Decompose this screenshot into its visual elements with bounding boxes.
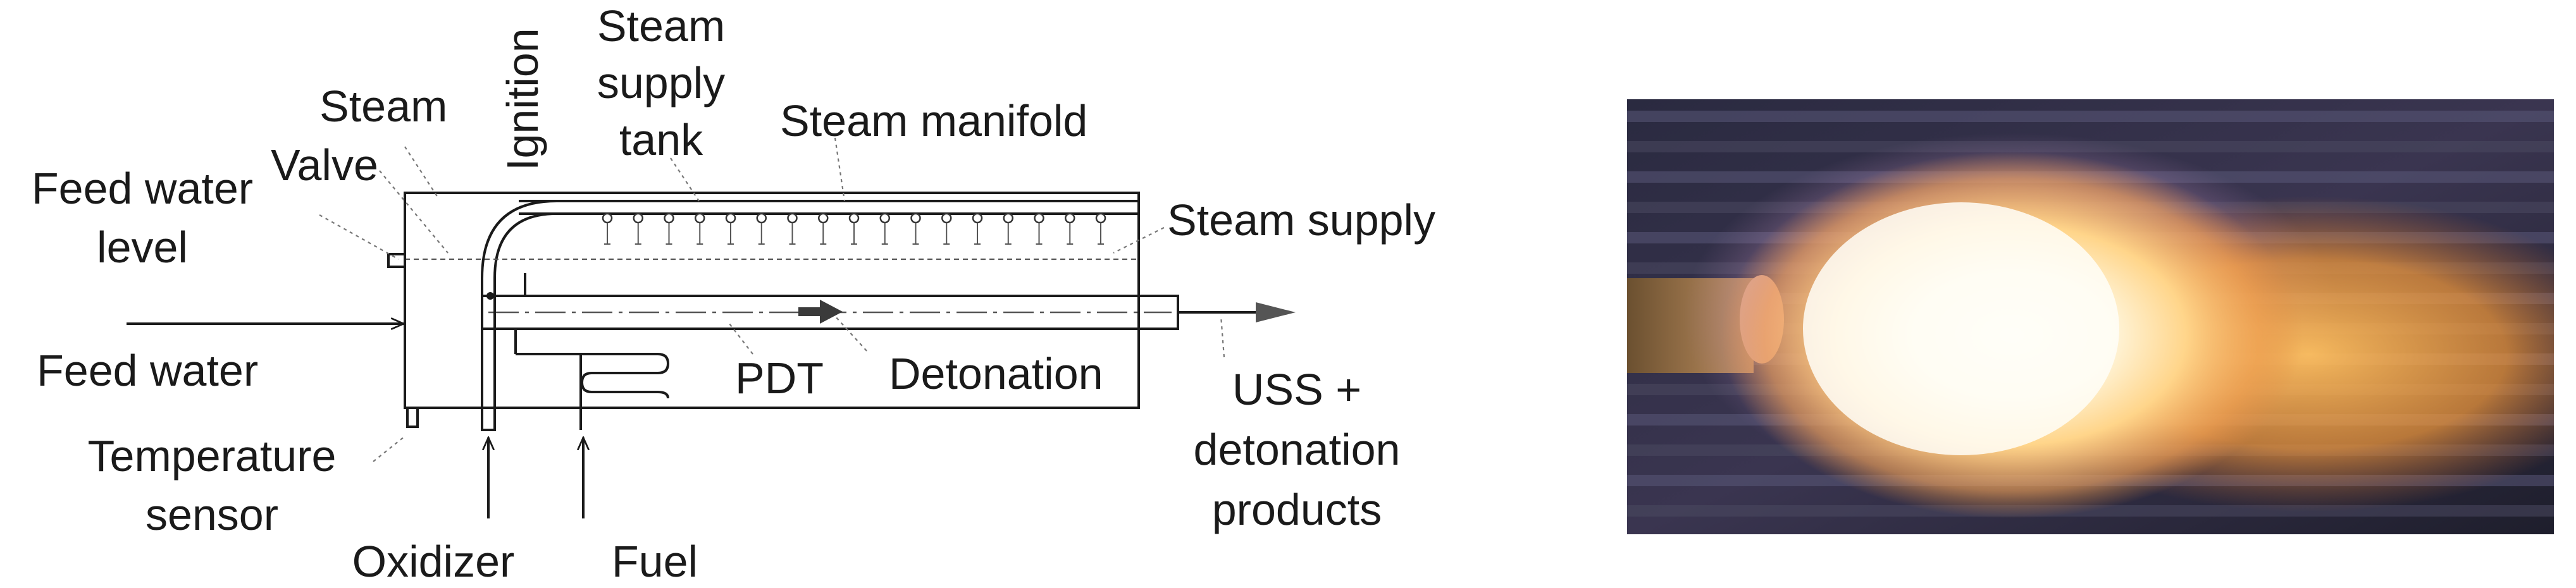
nozzle-stem xyxy=(1067,223,1074,245)
label-oxidizer: Oxidizer xyxy=(352,537,515,586)
leader-steam xyxy=(404,146,438,198)
steam-nozzle xyxy=(1065,212,1075,224)
nozzle-stem xyxy=(758,223,765,245)
leader-temp xyxy=(373,436,406,462)
nozzle-stem xyxy=(1098,223,1104,245)
oxidizer-pipe xyxy=(481,295,496,431)
label-tank-3: tank xyxy=(619,115,703,164)
leader-tank xyxy=(670,157,700,202)
steam-nozzle xyxy=(1003,212,1013,224)
leader-steam-supply xyxy=(1113,227,1165,254)
steam-elbow xyxy=(481,200,557,417)
leader-feed-level xyxy=(319,214,399,260)
nozzle-stem xyxy=(635,223,641,245)
nozzle-stem xyxy=(697,223,703,245)
label-ignition: Ignition xyxy=(498,28,547,171)
steam-nozzle xyxy=(602,212,613,224)
steam-nozzle xyxy=(848,212,860,224)
fuel-coil xyxy=(579,353,670,430)
steam-nozzle xyxy=(941,212,952,224)
label-tank-2: supply xyxy=(597,58,725,107)
nozzle-stem xyxy=(1036,223,1043,245)
nozzle-stem xyxy=(728,223,734,245)
label-steam-manifold: Steam manifold xyxy=(780,96,1087,145)
label-feed-level-2: level xyxy=(97,223,188,272)
label-detonation: Detonation xyxy=(889,349,1103,398)
nozzle-stem xyxy=(820,223,827,245)
label-steam: Steam xyxy=(319,82,447,131)
steam-nozzle xyxy=(910,212,921,224)
stripe xyxy=(1627,111,2554,122)
label-uss-1: USS + xyxy=(1232,365,1361,414)
label-feed-water: Feed water xyxy=(37,346,258,395)
nozzle-stem xyxy=(912,223,919,245)
nozzle-stem xyxy=(789,223,796,245)
steam-nozzle xyxy=(664,212,674,224)
steam-nozzle xyxy=(972,212,983,224)
label-steam-supply: Steam supply xyxy=(1167,195,1435,245)
flame-hotspot xyxy=(1803,202,2119,455)
leader-pdt xyxy=(727,321,753,355)
steam-nozzle xyxy=(818,212,829,224)
housing-foot xyxy=(406,407,419,428)
steam-nozzle xyxy=(787,212,798,224)
nozzle-stem xyxy=(1005,223,1012,245)
leader-detonation xyxy=(834,315,867,352)
label-temp-2: sensor xyxy=(146,490,278,539)
level-tab xyxy=(387,253,406,268)
steam-nozzle xyxy=(633,212,643,224)
pdt-schematic: Steam Valve Ignition Steam supply tank S… xyxy=(32,1,1435,586)
label-valve: Valve xyxy=(271,140,378,190)
nozzle-stem xyxy=(943,223,950,245)
steam-elbow-inner xyxy=(493,212,557,417)
label-pdt: PDT xyxy=(735,353,824,403)
housing xyxy=(404,192,1140,409)
steam-nozzle xyxy=(1095,212,1106,224)
flame-photo xyxy=(1627,99,2554,534)
label-tank-1: Steam xyxy=(597,1,725,51)
steam-nozzles xyxy=(602,212,1106,245)
steam-nozzle xyxy=(725,212,736,224)
nozzle-stem xyxy=(881,223,888,245)
steam-nozzle xyxy=(1034,212,1044,224)
label-fuel: Fuel xyxy=(612,537,698,586)
label-temp-1: Temperature xyxy=(88,431,337,481)
steam-nozzle xyxy=(695,212,705,224)
ignition-point xyxy=(486,292,494,300)
detonation-arrow xyxy=(798,300,843,324)
outlet-arrowhead xyxy=(1256,302,1296,322)
label-uss-2: detonation xyxy=(1194,425,1401,474)
nozzle-stem xyxy=(666,223,672,245)
nozzle-stem xyxy=(974,223,981,245)
leader-uss xyxy=(1220,315,1225,358)
leader-valve xyxy=(379,170,449,254)
steam-nozzle xyxy=(756,212,767,224)
nozzle-stem xyxy=(604,223,610,245)
label-uss-3: products xyxy=(1212,485,1382,534)
steam-nozzle xyxy=(879,212,890,224)
label-feed-level-1: Feed water xyxy=(32,164,253,213)
nozzle-stem xyxy=(851,223,857,245)
